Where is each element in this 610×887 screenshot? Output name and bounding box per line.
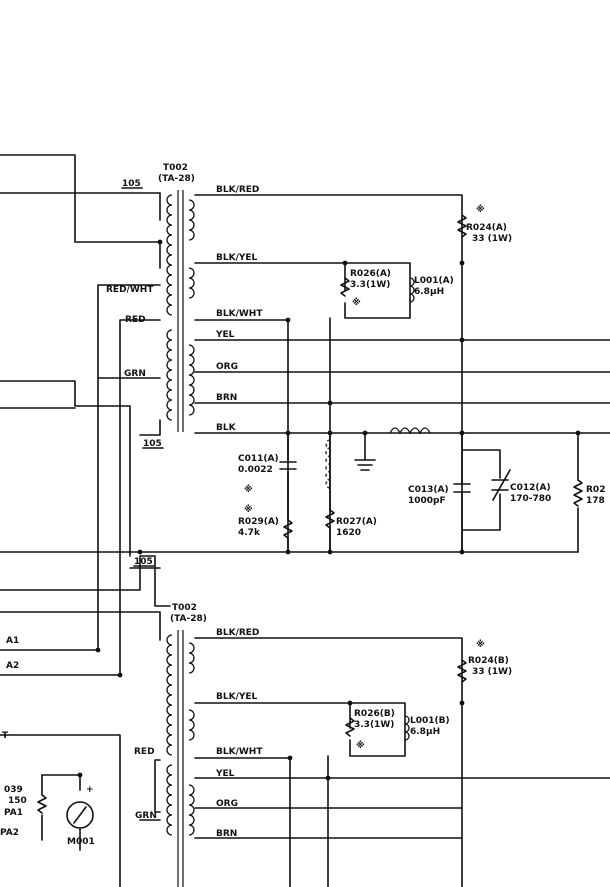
tap-label: RED (134, 747, 155, 757)
tap-label: RED/WHT (106, 285, 154, 295)
lower-components (37, 647, 467, 829)
upper-components (137, 214, 583, 555)
wire-label: BLK/RED (216, 628, 259, 638)
meter-id: M001 (67, 837, 95, 847)
wire-label: BLK/RED (216, 185, 259, 195)
lower-wiring (0, 567, 610, 887)
component-value: 3.3(1W) (350, 280, 390, 290)
component-value: 6.8µH (410, 727, 440, 737)
component-value: 1000pF (408, 496, 446, 506)
mark-symbol: ※ (476, 639, 485, 650)
terminal-label: 105 (134, 557, 153, 567)
component-value: 170-780 (510, 494, 551, 504)
mark-symbol: ※ (352, 297, 361, 308)
component-id: R029(A) (238, 517, 279, 527)
terminal-label: PA2 (0, 828, 19, 838)
terminal-label: 105 (143, 439, 162, 449)
mark-symbol: ※ (356, 740, 365, 751)
tap-label: GRN (124, 369, 146, 379)
wire-label: BLK (216, 423, 237, 433)
terminal-label: PA1 (4, 808, 23, 818)
component-id: C012(A) (510, 483, 551, 493)
component-id: R024(A) (466, 223, 507, 233)
tap-label: RED (125, 315, 146, 325)
component-id: 039 (4, 785, 23, 795)
component-id: L001(B) (410, 716, 450, 726)
wire-label: YEL (215, 330, 235, 340)
terminal-label: T (2, 731, 9, 741)
upper-transformer (166, 190, 195, 432)
component-value: 4.7k (238, 528, 261, 538)
wire-label: BLK/WHT (216, 309, 263, 319)
component-value: 150 (8, 796, 27, 806)
component-id: R02 (586, 485, 605, 495)
terminal-label: A2 (6, 661, 19, 671)
component-id: C011(A) (238, 454, 279, 464)
component-id: C013(A) (408, 485, 449, 495)
component-id: L001(A) (414, 276, 454, 286)
component-id: R026(A) (350, 269, 391, 279)
component-value: 6.8µH (414, 287, 444, 297)
component-value: 33 (1W) (472, 234, 512, 244)
component-id: R026(B) (354, 709, 395, 719)
terminal-label: 105 (122, 179, 141, 189)
component-value: 0.0022 (238, 465, 273, 475)
component-value: 1620 (336, 528, 361, 538)
transformer-id: T002 (163, 163, 188, 173)
wire-label: BLK/WHT (216, 747, 263, 757)
wire-label: YEL (215, 769, 235, 779)
upper-labels: 105 T002 (TA-28) RED/WHT RED GRN 105 BLK… (106, 163, 605, 538)
lower-transformer (166, 630, 195, 887)
transformer-id: T002 (172, 603, 197, 613)
wire-label: BLK/YEL (216, 692, 258, 702)
component-value: 3.3(1W) (354, 720, 394, 730)
meter-sign: + (86, 785, 94, 795)
mark-symbol: ※ (244, 504, 253, 515)
wire-label: BRN (216, 829, 237, 839)
component-id: R024(B) (468, 656, 509, 666)
terminal-label: A1 (6, 636, 19, 646)
component-value: 33 (1W) (472, 667, 512, 677)
wire-label: ORG (216, 799, 238, 809)
tap-label: GRN (135, 811, 157, 821)
mark-symbol: ※ (244, 484, 253, 495)
mark-symbol: ※ (476, 204, 485, 215)
wire-label: ORG (216, 362, 238, 372)
lower-labels: 105 T002 (TA-28) BLK/RED BLK/YEL BLK/WHT… (133, 557, 512, 839)
transformer-type: (TA-28) (170, 614, 207, 624)
transformer-type: (TA-28) (158, 174, 195, 184)
wire-label: BLK/YEL (216, 253, 258, 263)
component-value: 178 (586, 496, 605, 506)
upper-wiring (0, 154, 610, 676)
wire-label: BRN (216, 393, 237, 403)
left-labels: A1 A2 T 039 150 PA1 PA2 + M001 (0, 636, 95, 847)
component-id: R027(A) (336, 517, 377, 527)
